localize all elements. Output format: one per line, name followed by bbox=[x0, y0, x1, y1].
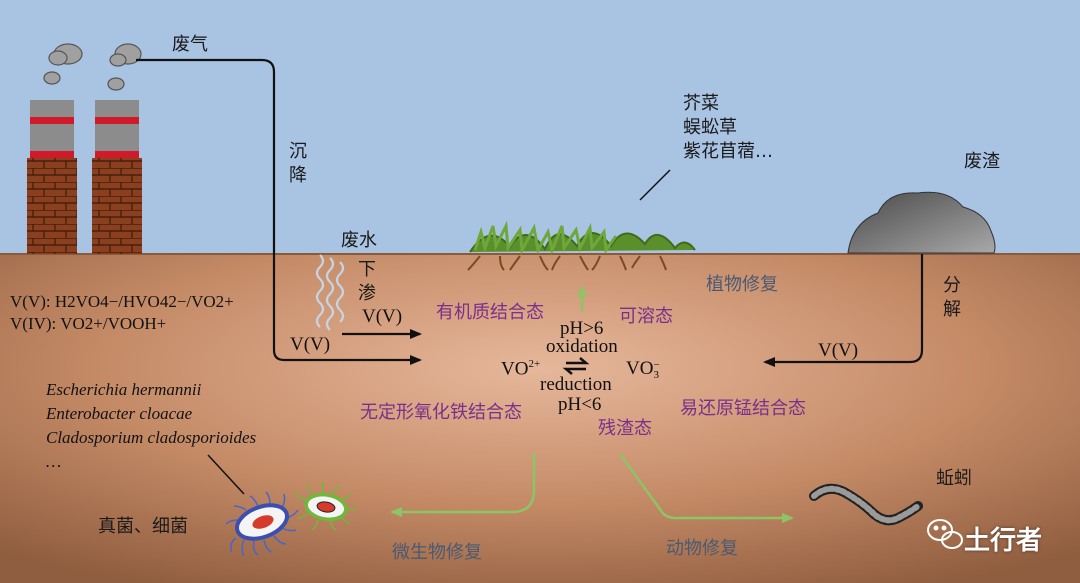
bacterium-icon bbox=[295, 481, 357, 531]
label-microbial-remediation: 微生物修复 bbox=[392, 542, 482, 563]
vo3minus-subscript: 3 bbox=[653, 368, 659, 381]
label-fungi-bacteria: 真菌、细菌 bbox=[98, 516, 188, 537]
label-vv-left: V(V) bbox=[290, 334, 331, 355]
label-exhaust-gas: 废气 bbox=[172, 34, 208, 55]
label-vo3minus: VO−3 bbox=[626, 358, 660, 380]
plant-name-3: 紫花苜蓿… bbox=[683, 141, 773, 162]
label-easily-reducible-mn-bound: 易还原锰结合态 bbox=[680, 398, 806, 419]
label-plants: 芥菜 蜈蚣草 紫花苜蓿… bbox=[683, 92, 773, 164]
earthworm-icon bbox=[809, 483, 923, 526]
label-ph-high: pH>6 bbox=[560, 318, 604, 339]
label-earthworm: 蚯蚓 bbox=[936, 468, 972, 489]
microbe-name-2: Enterobacter cloacae bbox=[46, 404, 193, 423]
microbe-name-1: Escherichia hermannii bbox=[46, 380, 202, 399]
exhaust-deposition-line bbox=[136, 58, 422, 365]
label-animal-remediation: 动物修复 bbox=[666, 538, 738, 559]
infiltration-waves bbox=[315, 254, 345, 331]
soil-background bbox=[0, 253, 1080, 583]
equilibrium-arrows-icon bbox=[562, 357, 590, 375]
smoke-cloud-icon bbox=[43, 43, 142, 91]
brand-watermark: 土行者 bbox=[964, 526, 1043, 556]
label-ph-low: pH<6 bbox=[558, 394, 602, 415]
label-vv-species: V(V): H2VO4−/HVO42−/VO2+ bbox=[10, 292, 234, 311]
plant-pointer-line bbox=[639, 169, 671, 201]
decomposition-line bbox=[763, 254, 924, 367]
label-amorphous-fe-oxide-bound: 无定形氧化铁结合态 bbox=[360, 402, 522, 423]
plant-name-1: 芥菜 bbox=[683, 93, 719, 114]
plant-name-2: 蜈蚣草 bbox=[683, 117, 737, 138]
plant-grass-icon bbox=[467, 220, 696, 271]
label-viv-species: V(IV): VO2+/VOOH+ bbox=[10, 314, 167, 333]
rock-pile-icon bbox=[847, 191, 996, 254]
label-waste-residue: 废渣 bbox=[964, 151, 1000, 172]
label-soluble: 可溶态 bbox=[619, 306, 673, 327]
label-vv-right: V(V) bbox=[818, 340, 859, 361]
vo2plus-charge: 2+ bbox=[528, 358, 541, 370]
factory-chimney-icon bbox=[27, 100, 142, 254]
animal-remediation-arrow bbox=[618, 453, 794, 523]
label-decomposition: 分解 bbox=[943, 275, 961, 320]
label-infiltration: 下渗 bbox=[358, 259, 376, 304]
label-residual: 残渣态 bbox=[598, 418, 652, 439]
wechat-logo-icon bbox=[927, 519, 963, 549]
microbe-pointer-line bbox=[207, 454, 245, 495]
label-plant-remediation: 植物修复 bbox=[706, 274, 778, 295]
label-vv-mid: V(V) bbox=[362, 306, 403, 327]
microbe-name-3: Cladosporium cladosporioides bbox=[46, 428, 257, 447]
bacterium-icon bbox=[225, 491, 299, 557]
vo2plus-base: VO bbox=[501, 358, 529, 380]
vo3minus-base: VO bbox=[626, 358, 654, 379]
microbe-name-4: … bbox=[46, 452, 62, 471]
label-oxidation: oxidation bbox=[546, 336, 618, 357]
label-organic-bound: 有机质结合态 bbox=[436, 302, 544, 323]
microbe-list: Escherichia hermannii Enterobacter cloac… bbox=[46, 378, 256, 474]
label-vo2plus: VO2+ bbox=[501, 358, 540, 380]
label-deposition: 沉降 bbox=[289, 141, 307, 186]
label-reduction: reduction bbox=[540, 374, 612, 395]
microbial-remediation-arrow bbox=[390, 452, 536, 517]
label-wastewater: 废水 bbox=[341, 230, 377, 251]
vo3minus-charge: − bbox=[653, 358, 660, 371]
